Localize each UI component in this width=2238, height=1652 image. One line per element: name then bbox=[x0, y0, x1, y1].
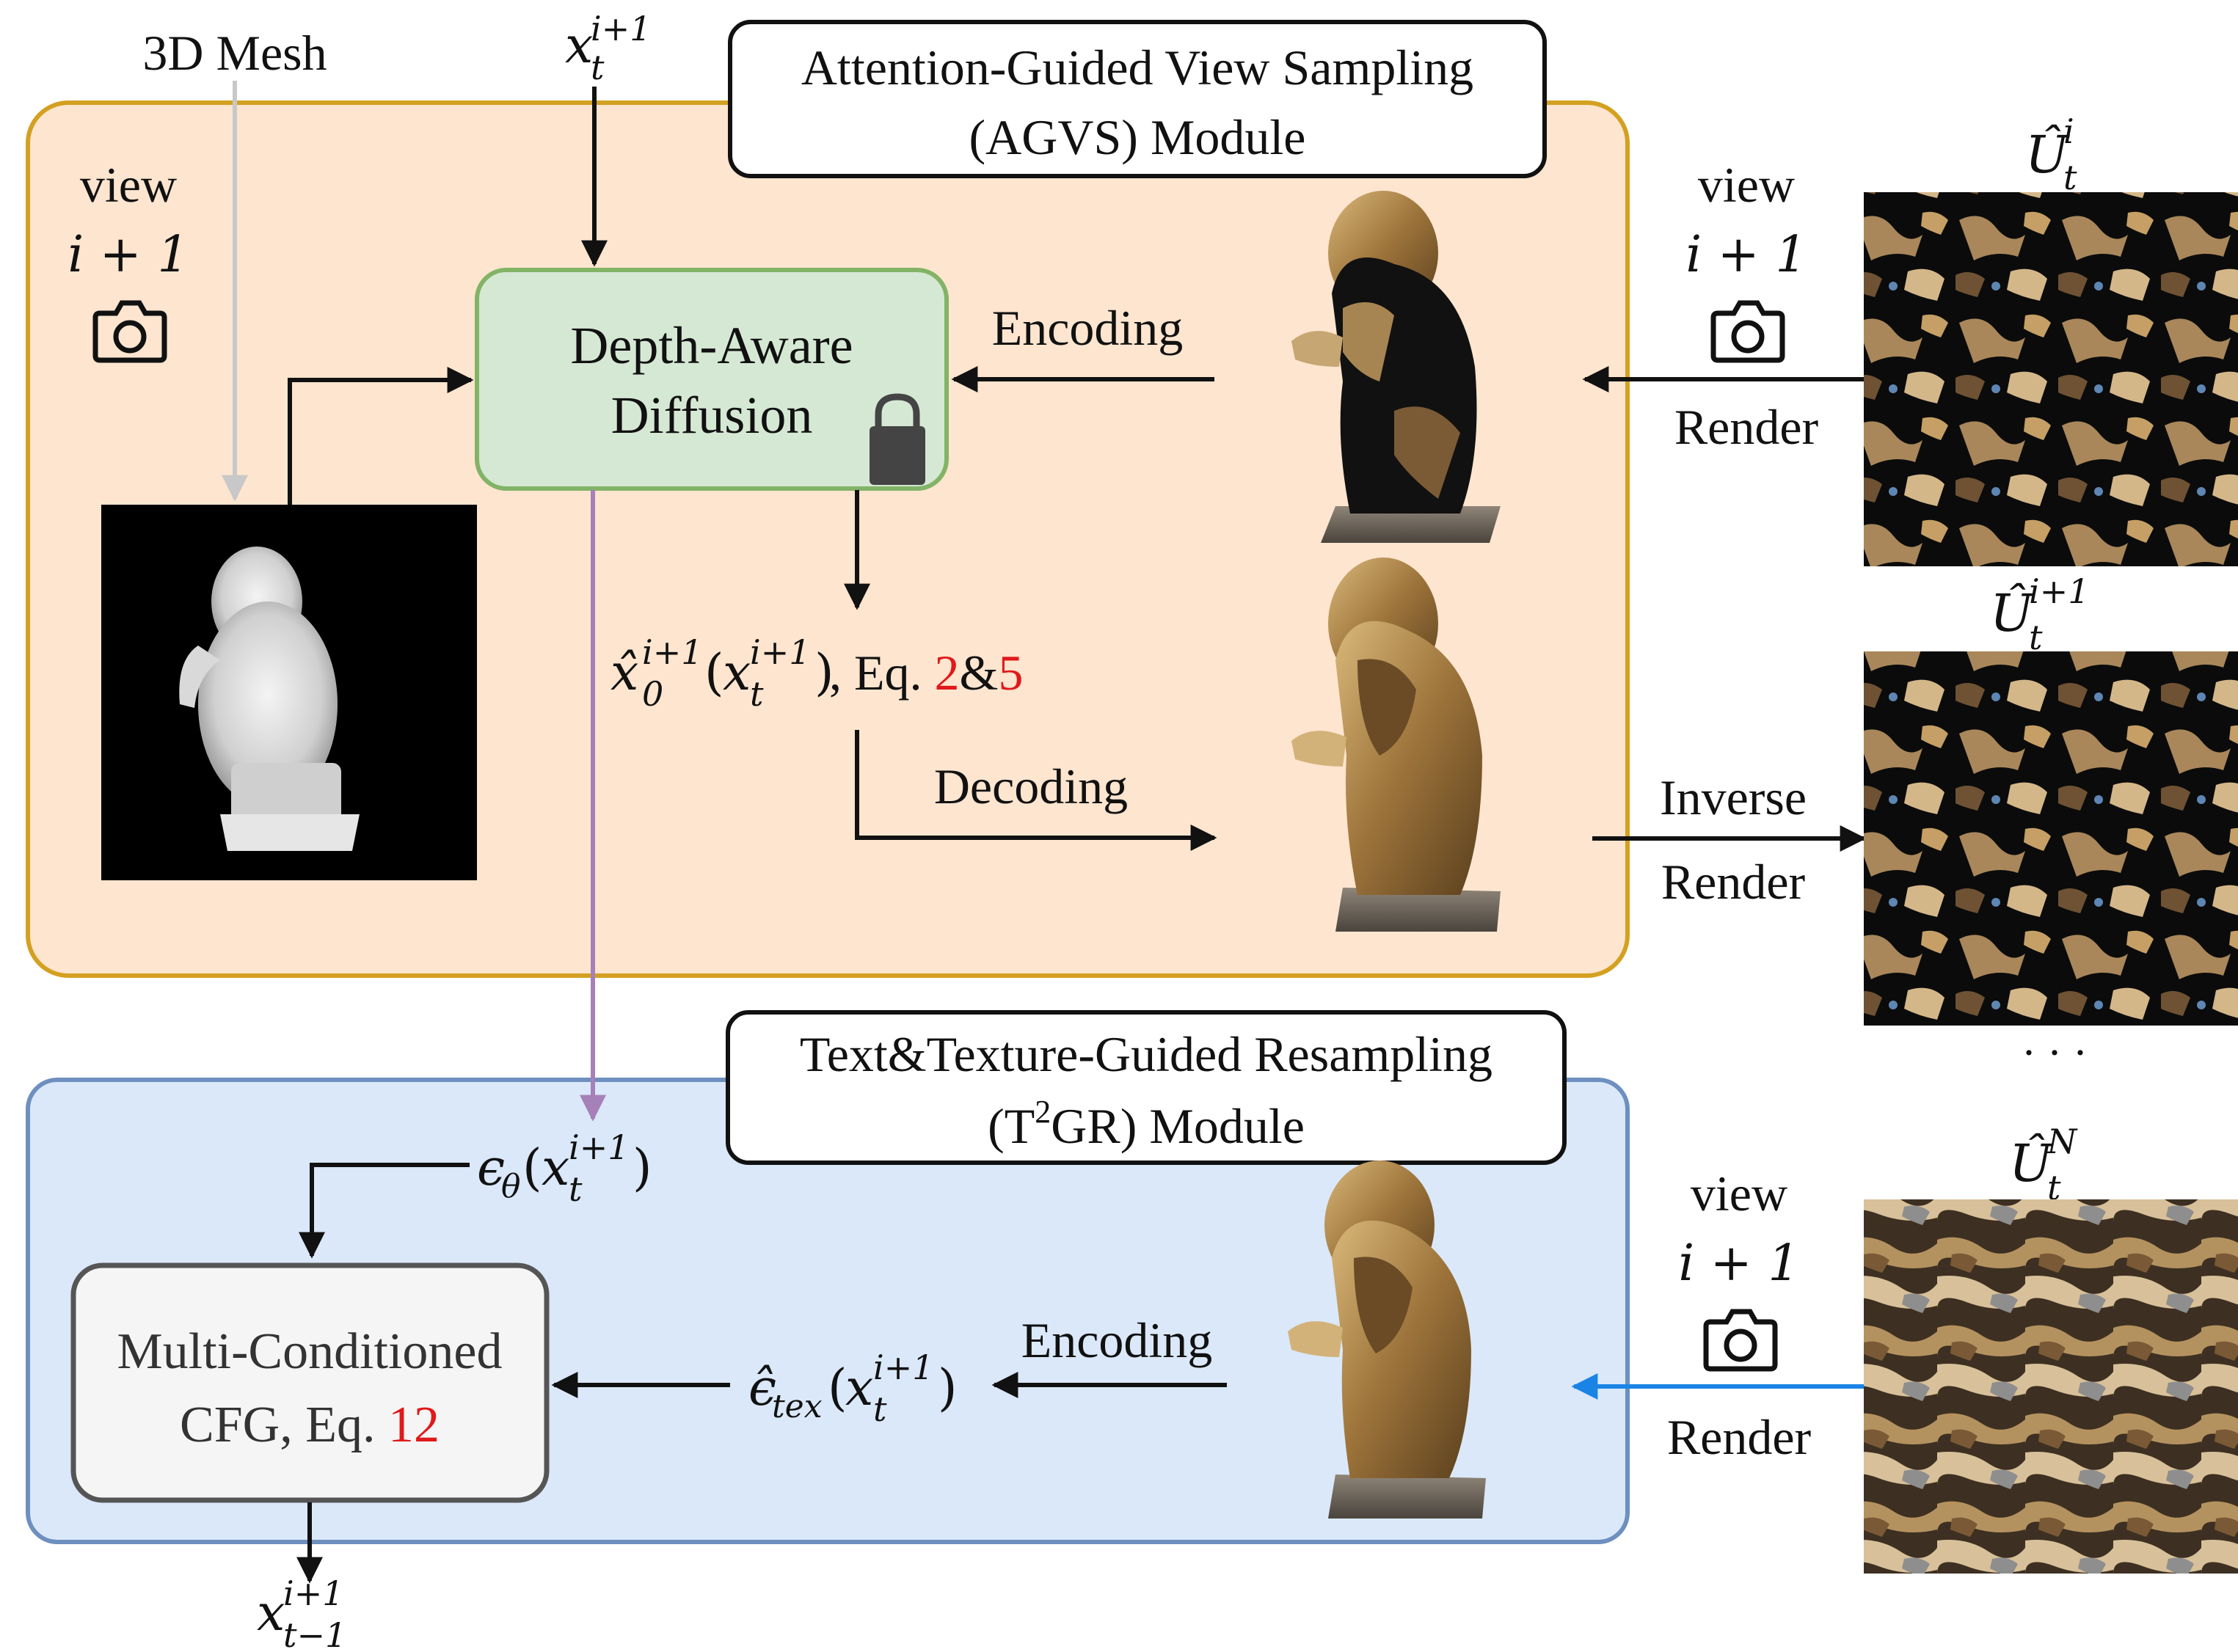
ellipsis: · · · bbox=[2022, 1028, 2088, 1077]
svg-text:i+1: i+1 bbox=[750, 632, 811, 672]
texture-map-label-i1: Û i+1 t bbox=[1990, 571, 2090, 657]
diffusion-label-line2: Diffusion bbox=[611, 386, 813, 445]
denoised-latent-equation: x̂ i+1 0 ( x i+1 t ) , Eq. 2&5 bbox=[610, 632, 1023, 714]
noise-prediction-label: ϵ θ ( x i+1 t ) bbox=[477, 1127, 652, 1209]
svg-text:Û: Û bbox=[2009, 1133, 2054, 1194]
inverse-render-label: Render bbox=[1661, 854, 1806, 910]
svg-text:t: t bbox=[873, 1389, 887, 1429]
svg-text:Û: Û bbox=[1990, 583, 2035, 643]
svg-text:t: t bbox=[569, 1169, 583, 1209]
svg-text:i+1: i+1 bbox=[591, 9, 652, 48]
camera-icon bbox=[1710, 300, 1785, 363]
texture-render-image bbox=[1288, 1161, 1486, 1518]
svg-text:Û: Û bbox=[2025, 125, 2070, 185]
noise-to-cfg-arrow bbox=[299, 1163, 470, 1259]
cfg-label-line2: CFG, Eq. 12 bbox=[180, 1397, 440, 1453]
encoding-label-bottom: Encoding bbox=[1021, 1312, 1213, 1368]
svg-text:θ: θ bbox=[501, 1168, 521, 1205]
svg-text:i+1: i+1 bbox=[873, 1348, 934, 1387]
agvs-title-line2: (AGVS) Module bbox=[969, 109, 1306, 165]
t2gr-title-line2: (T2GR) Module bbox=[988, 1094, 1305, 1154]
svg-text:t: t bbox=[750, 674, 764, 714]
agvs-title-line1: Attention-Guided View Sampling bbox=[801, 40, 1473, 95]
svg-text:(: ( bbox=[704, 644, 724, 702]
svg-text:x: x bbox=[723, 644, 751, 702]
svg-text:(: ( bbox=[522, 1139, 542, 1197]
svg-text:i+1: i+1 bbox=[2029, 571, 2090, 611]
encoding-label-top: Encoding bbox=[992, 300, 1184, 356]
view-index-bottom-right: i + 1 bbox=[1678, 1235, 1799, 1293]
depth-map-image bbox=[101, 505, 477, 880]
svg-text:): ) bbox=[814, 644, 834, 702]
svg-text:x: x bbox=[845, 1359, 873, 1417]
svg-text:i+1: i+1 bbox=[642, 632, 703, 672]
texture-map-label-n: Û N t bbox=[2009, 1122, 2078, 1207]
decoding-arrow bbox=[855, 730, 1217, 851]
svg-text:): ) bbox=[633, 1139, 652, 1197]
view-index-left: i + 1 bbox=[68, 226, 189, 284]
diffusion-label-line1: Depth-Aware bbox=[570, 316, 853, 375]
decoding-label: Decoding bbox=[934, 759, 1128, 814]
svg-text:x: x bbox=[565, 17, 593, 75]
svg-text:i+1: i+1 bbox=[569, 1127, 630, 1167]
agvs-title-box bbox=[728, 20, 1547, 178]
partial-render-image bbox=[1291, 191, 1501, 543]
svg-text:ϵ̂: ϵ̂ bbox=[748, 1359, 776, 1417]
view-label-left: view bbox=[80, 157, 177, 213]
view-index-top-right: i + 1 bbox=[1685, 226, 1807, 284]
svg-text:t: t bbox=[591, 48, 605, 87]
render-label-bottom: Render bbox=[1667, 1409, 1812, 1465]
svg-text:t: t bbox=[2029, 618, 2043, 657]
svg-text:x̂: x̂ bbox=[610, 644, 638, 702]
inverse-label: Inverse bbox=[1660, 770, 1807, 825]
output-latent-label: x i+1 t−1 bbox=[257, 1574, 346, 1652]
svg-text:t: t bbox=[2047, 1168, 2061, 1207]
camera-icon bbox=[1703, 1309, 1778, 1372]
depth-aware-diffusion-block: Depth-Aware Diffusion bbox=[475, 268, 949, 491]
decoded-render-image bbox=[1291, 558, 1501, 932]
multi-conditioned-cfg-block: Multi-Conditioned CFG, Eq. 12 bbox=[70, 1262, 550, 1503]
view-label-top-right: view bbox=[1698, 157, 1795, 213]
texture-map-i1 bbox=[1864, 651, 2238, 1026]
svg-text:0: 0 bbox=[642, 674, 663, 714]
svg-text:tex: tex bbox=[772, 1388, 823, 1425]
camera-icon bbox=[92, 300, 167, 363]
depth-to-diffusion-arrow bbox=[288, 367, 474, 505]
cfg-label-line1: Multi-Conditioned bbox=[117, 1323, 503, 1380]
texture-map-n bbox=[1864, 1199, 2238, 1574]
lock-icon bbox=[870, 393, 925, 485]
texture-map-label-i: Û i t bbox=[2025, 112, 2077, 197]
texture-noise-label: ϵ̂ tex ( x i+1 t ) bbox=[748, 1348, 958, 1429]
mesh-label: 3D Mesh bbox=[142, 25, 327, 81]
svg-text:): ) bbox=[938, 1359, 958, 1417]
svg-text:x: x bbox=[257, 1585, 285, 1642]
view-label-bottom-right: view bbox=[1691, 1166, 1787, 1221]
t2gr-title-box bbox=[726, 1010, 1567, 1165]
svg-text:(: ( bbox=[828, 1359, 848, 1417]
svg-text:i+1: i+1 bbox=[283, 1574, 344, 1613]
texture-map-i bbox=[1864, 192, 2238, 566]
svg-text:t−1: t−1 bbox=[283, 1615, 346, 1652]
svg-text:ϵ: ϵ bbox=[477, 1139, 505, 1197]
svg-text:N: N bbox=[2046, 1122, 2078, 1161]
input-latent-label: x i+1 t bbox=[565, 9, 652, 87]
t2gr-title-line1: Text&Texture-Guided Resampling bbox=[800, 1026, 1492, 1082]
svg-text:, Eq. 2&5: , Eq. 2&5 bbox=[829, 645, 1023, 701]
svg-text:i: i bbox=[2063, 112, 2074, 151]
svg-text:t: t bbox=[2063, 158, 2077, 197]
render-label-top: Render bbox=[1674, 399, 1819, 455]
svg-text:x: x bbox=[542, 1139, 569, 1197]
